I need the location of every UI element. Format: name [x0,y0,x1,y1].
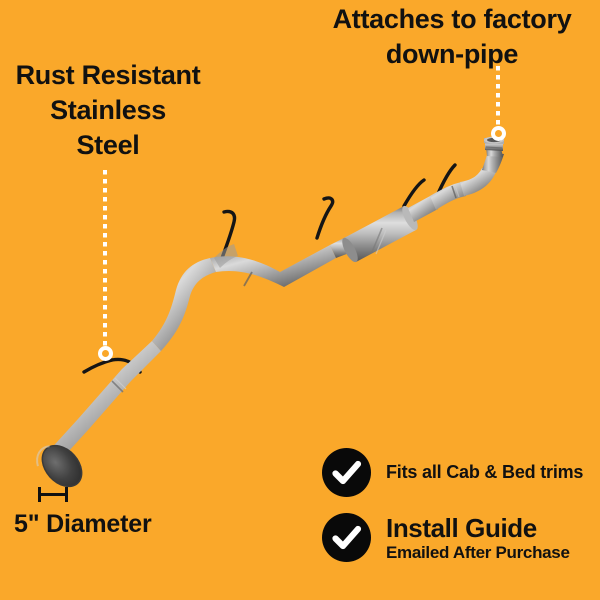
pipe-tip [36,444,83,488]
check-icon [332,460,362,485]
callout-left-marker-icon [98,346,113,361]
tail-pipe [47,258,216,463]
callout-right-marker-icon [491,126,506,141]
feature-title: Fits all Cab & Bed trims [386,462,584,482]
callout-left-leader-line [103,170,107,346]
dimension-cap-right-icon [65,487,68,502]
callout-left-label: Rust Resistant Stainless Steel [15,60,201,160]
feature-subtitle: Emailed After Purchase [386,542,570,562]
feature-item-fitment: Fits all Cab & Bed trims [322,448,583,497]
feature-text-block: Install Guide Emailed After Purchase [386,512,570,562]
check-badge [322,513,371,562]
check-icon [332,525,362,550]
mid-pipe [210,244,336,287]
dimension-bar-icon [38,487,68,502]
feature-text-block: Fits all Cab & Bed trims [386,462,583,483]
check-badge [322,448,371,497]
callout-right-leader-line [496,66,500,126]
diameter-dimension: 5" Diameter [14,487,214,538]
callout-right-label: Attaches to factory down-pipe [332,4,572,69]
resonator [330,195,438,263]
diameter-label: 5" Diameter [14,510,152,538]
dimension-cap-left-icon [38,487,41,502]
feature-title: Install Guide [386,512,537,543]
feature-item-install-guide: Install Guide Emailed After Purchase [322,513,570,562]
upper-pipe [430,147,504,210]
